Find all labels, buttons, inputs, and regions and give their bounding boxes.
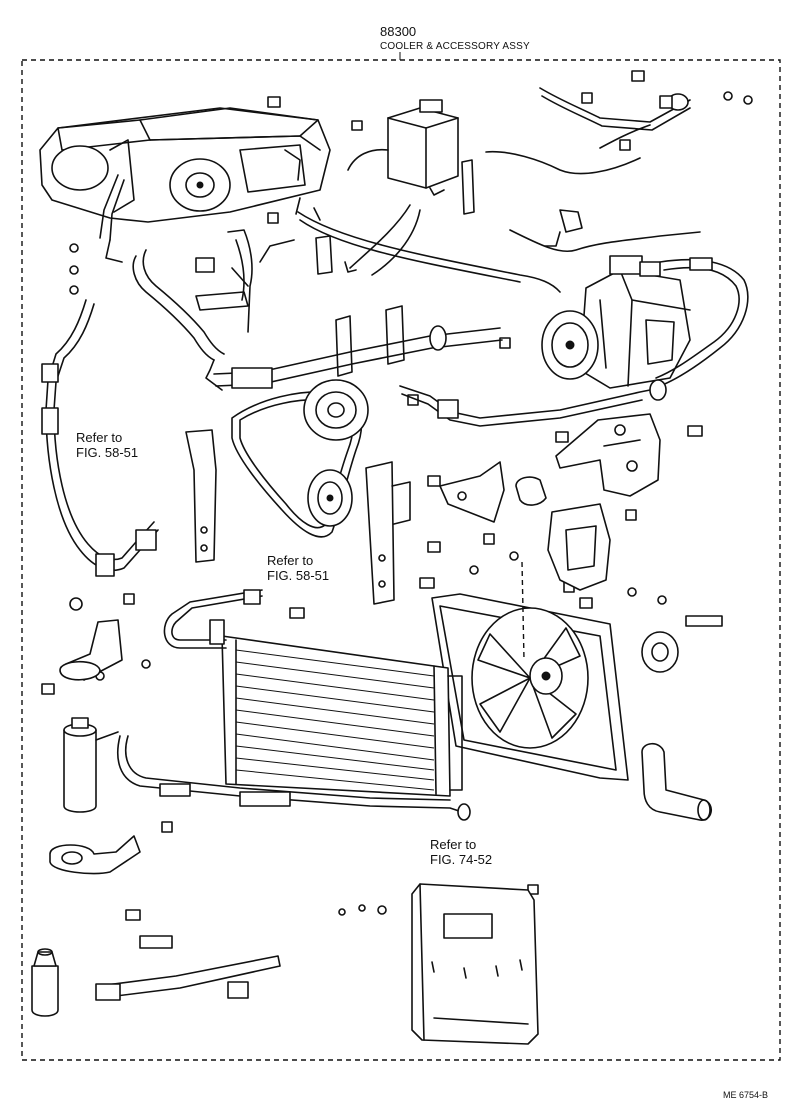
assembly-name: COOLER & ACCESSORY ASSY (380, 41, 530, 52)
wire-harness (295, 150, 701, 293)
reference-2-line2: FIG. 58-51 (267, 568, 330, 583)
compressor-hoses (399, 257, 749, 427)
part-number: 88300 (380, 24, 417, 39)
assembly-boundary (21, 52, 781, 1061)
drain-hose (227, 229, 295, 333)
reference-label-2: Refer to FIG. 58-51 (267, 553, 329, 583)
reference-1-line2: FIG. 58-51 (76, 445, 139, 460)
compressor (541, 255, 691, 389)
adjusting-brackets (185, 429, 411, 605)
liquid-line-left (41, 299, 159, 577)
upper-pipe (539, 87, 691, 151)
reference-3-line1: Refer to (430, 837, 477, 852)
drawing-code: ME 6754-B (722, 1090, 768, 1100)
mount-brackets (195, 159, 475, 311)
reference-2-line1: Refer to (267, 553, 314, 568)
refrigerant-can (31, 948, 59, 1017)
fan-assembly (431, 561, 629, 781)
reference-label-3: Refer to FIG. 74-52 (430, 837, 492, 867)
rubber-elbow (641, 742, 712, 821)
discharge-pipe (213, 305, 503, 389)
grille-panel (411, 883, 539, 1045)
condenser (221, 635, 463, 797)
drier-brackets (49, 619, 141, 875)
fasteners (41, 70, 753, 921)
suction-hose (132, 249, 225, 391)
fan-hub (641, 615, 723, 673)
evaporator-unit (39, 107, 331, 263)
reference-label-1: Refer to FIG. 58-51 (76, 430, 138, 460)
pulleys (303, 379, 369, 527)
charging-hose (95, 935, 281, 1001)
center-brackets (439, 461, 611, 591)
reference-1-line1: Refer to (76, 430, 123, 445)
condenser-outlet-pipe (117, 735, 471, 821)
compressor-bracket (555, 413, 661, 497)
control-box (347, 99, 459, 196)
condenser-inlet-pipe (163, 589, 263, 649)
receiver-drier (63, 717, 119, 813)
reference-3-line2: FIG. 74-52 (430, 852, 493, 867)
